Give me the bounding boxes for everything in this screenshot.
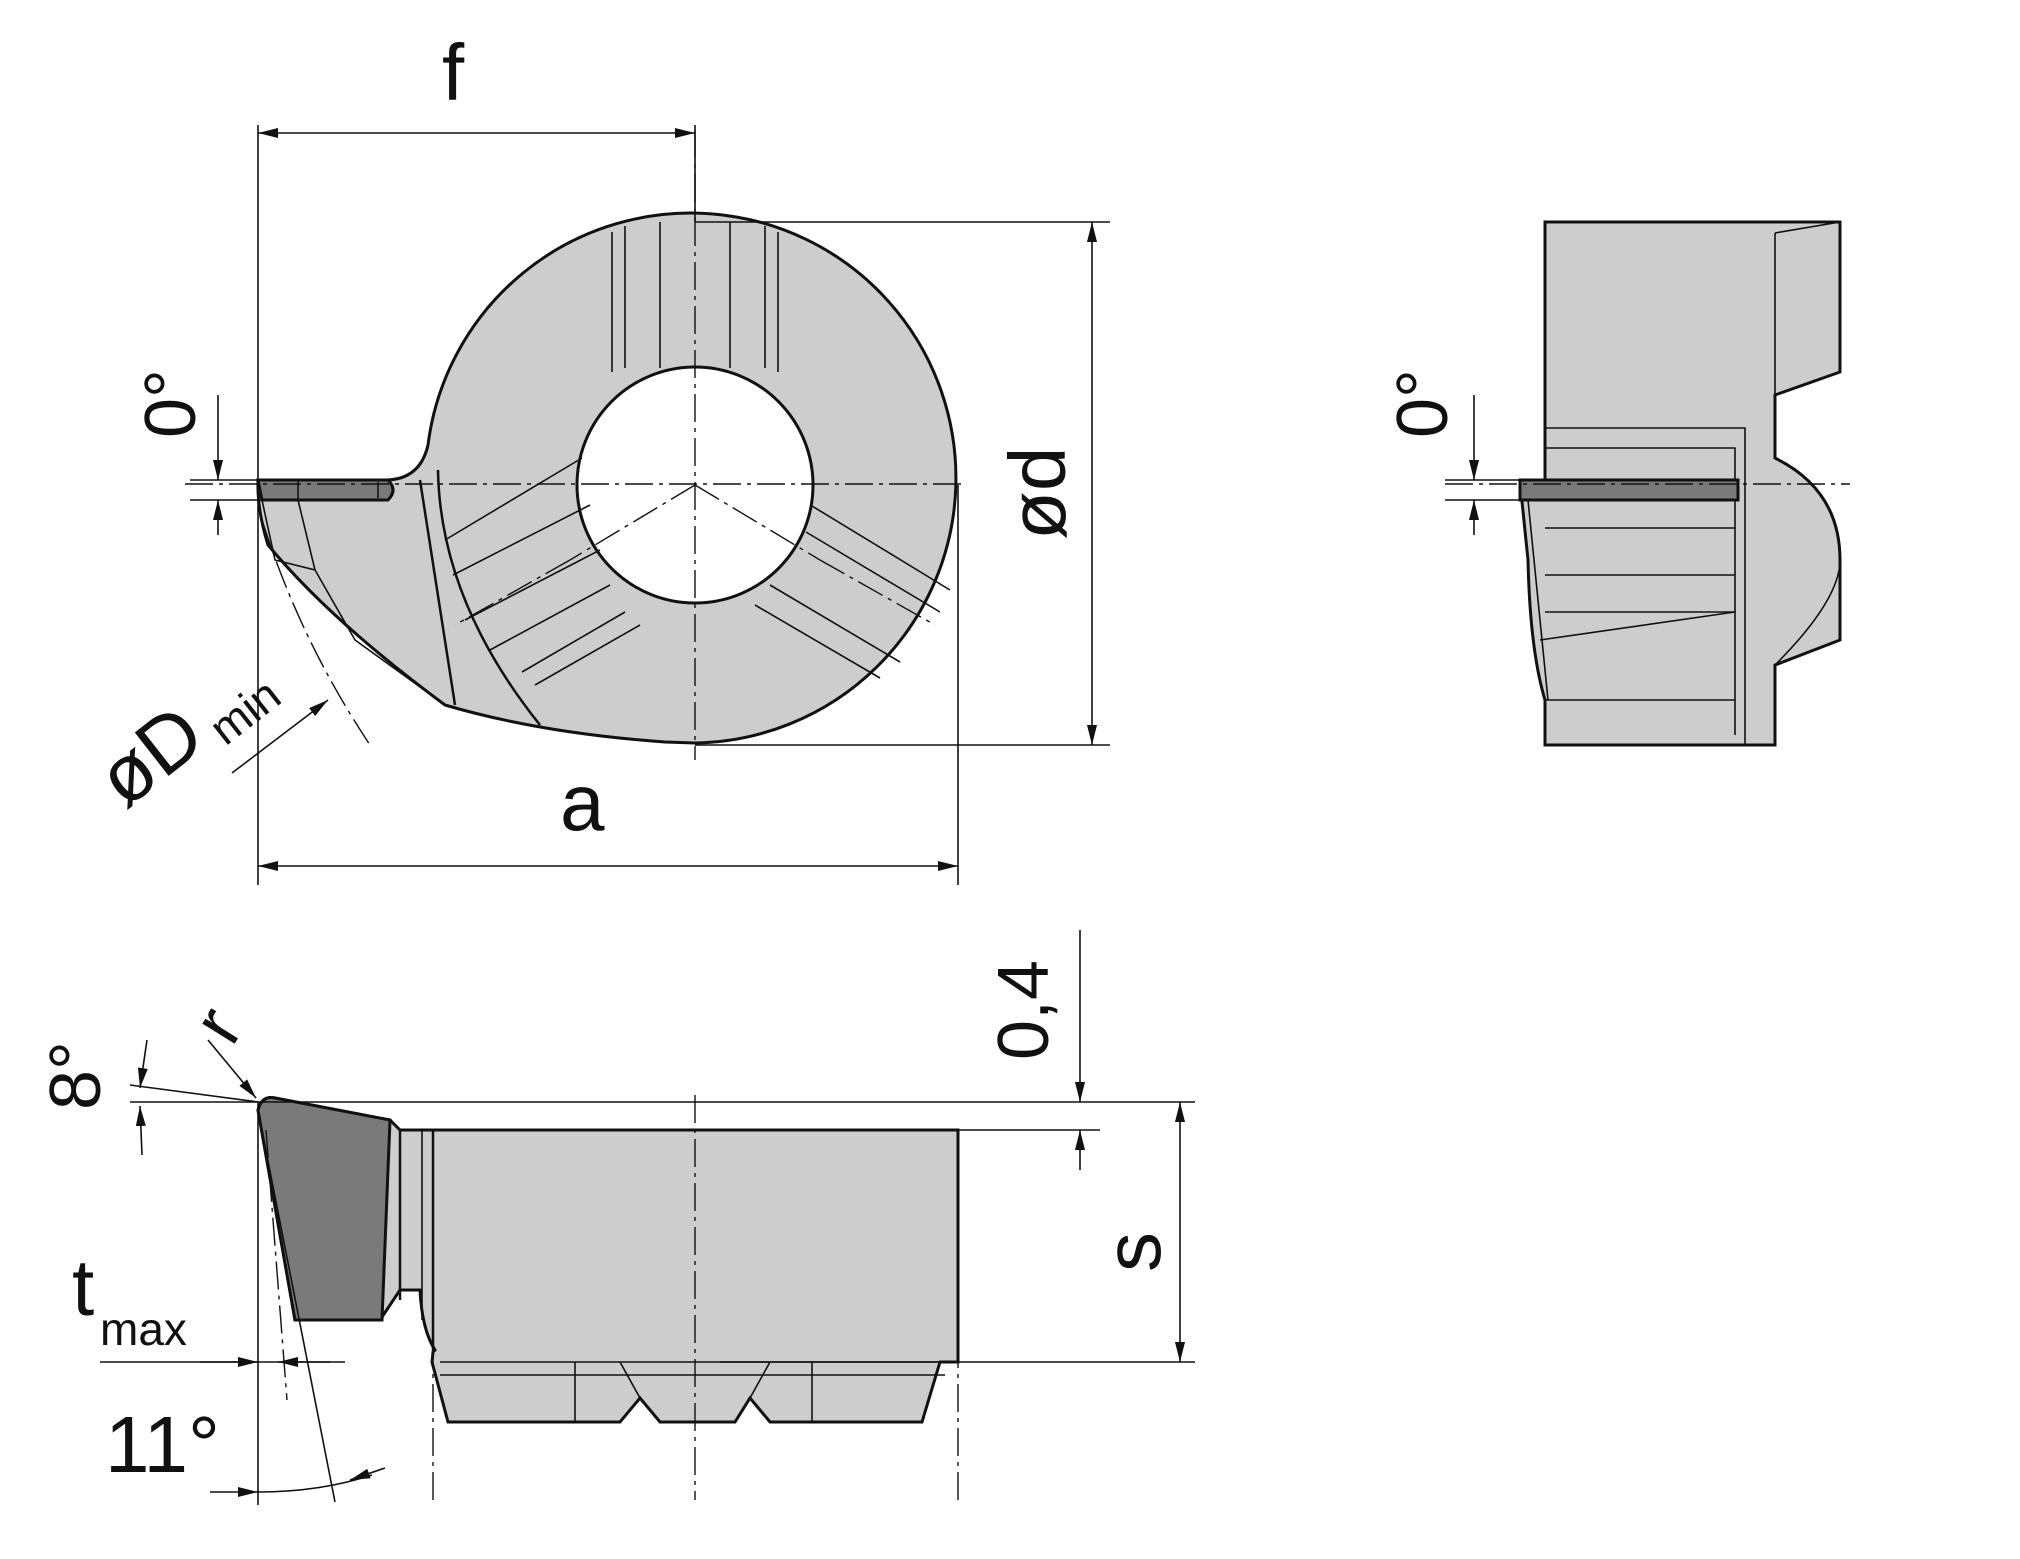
cutting-edge-front [256,1096,392,1322]
label-oD: øD [81,688,220,824]
cutting-edge-side [1518,478,1740,502]
label-0-4: 0,4 [984,960,1064,1060]
label-min: min [200,668,290,755]
side-view [1445,220,1850,747]
label-s: s [1088,1232,1177,1272]
label-zero-deg-left: 0° [131,369,211,438]
label-max: max [100,1303,187,1355]
front-view [100,930,1195,1505]
top-view [185,125,1110,885]
label-r: r [178,994,259,1057]
label-f: f [442,28,465,117]
cutting-edge-top [256,478,395,502]
label-t: t [72,1243,94,1332]
label-zero-deg-right: 0° [1383,369,1463,438]
label-8-deg: 8° [36,1041,116,1110]
top-facets [418,222,951,726]
label-11-deg: 11° [105,1400,220,1489]
label-od: ød [993,447,1082,540]
label-a: a [560,758,605,847]
